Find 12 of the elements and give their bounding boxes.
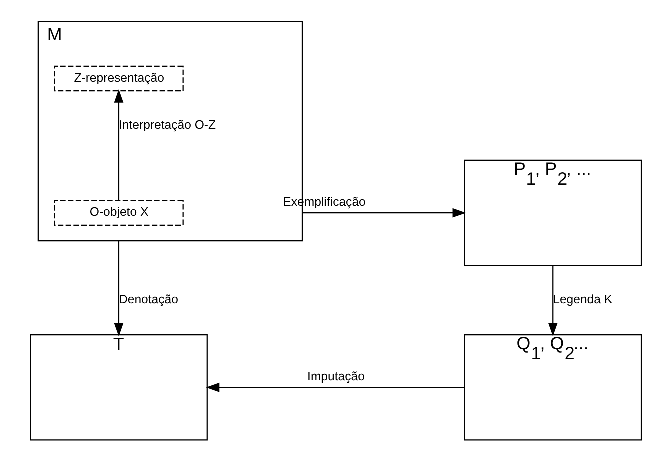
arrow [302, 208, 466, 218]
node-box: T [30, 334, 208, 441]
edge-label: Interpretação O-Z [118, 118, 216, 132]
edge-label: Legenda K [553, 292, 613, 306]
arrow [114, 89, 124, 201]
edge-label: Denotação [118, 292, 178, 306]
node-box: Z-representação [54, 66, 184, 92]
arrow [114, 241, 124, 337]
arrow [206, 382, 465, 392]
arrow [548, 266, 558, 337]
edge-label: Imputação [308, 370, 365, 384]
node-box: O-objeto X [54, 200, 184, 226]
